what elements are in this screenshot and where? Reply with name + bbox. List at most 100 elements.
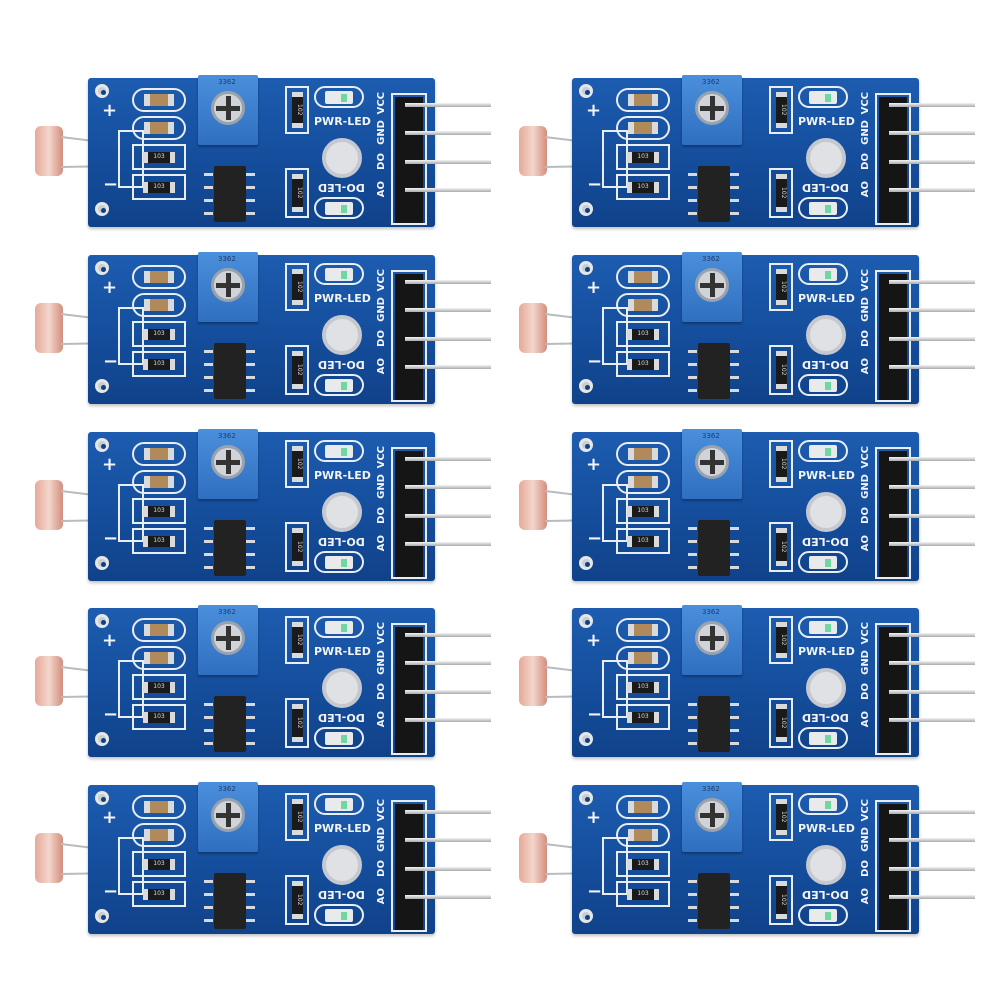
- pin-do[interactable]: [405, 160, 491, 164]
- led-outline: [798, 727, 848, 749]
- adjust-screw-icon[interactable]: [695, 91, 729, 125]
- pin-gnd[interactable]: [405, 838, 491, 842]
- resistor-outline: 103: [132, 881, 186, 907]
- pin-do[interactable]: [405, 690, 491, 694]
- pin-do[interactable]: [405, 337, 491, 341]
- pin-ao[interactable]: [405, 365, 491, 369]
- pin-do[interactable]: [889, 514, 975, 518]
- pin-ao[interactable]: [889, 365, 975, 369]
- potentiometer[interactable]: 3362: [682, 782, 742, 852]
- pin-vcc[interactable]: [405, 103, 491, 107]
- potentiometer[interactable]: 3362: [198, 605, 258, 675]
- pin-gnd[interactable]: [889, 838, 975, 842]
- pin-do[interactable]: [889, 337, 975, 341]
- adjust-screw-icon[interactable]: [695, 445, 729, 479]
- pin-gnd[interactable]: [889, 131, 975, 135]
- pin-label-gnd: GND: [376, 120, 387, 145]
- pin-vcc[interactable]: [405, 810, 491, 814]
- pin-do[interactable]: [889, 690, 975, 694]
- do-led-label: DO-LED: [318, 535, 365, 548]
- pin-ao[interactable]: [889, 188, 975, 192]
- pin-label-ao: AO: [860, 711, 871, 728]
- pin-gnd[interactable]: [889, 485, 975, 489]
- capacitor: [628, 829, 658, 841]
- capacitor-outline: [616, 823, 670, 847]
- pin-label-gnd: GND: [376, 297, 387, 322]
- pin-gnd[interactable]: [889, 661, 975, 665]
- pin-label-gnd: GND: [860, 827, 871, 852]
- pin-label-do: DO: [860, 683, 871, 700]
- pot-code: 3362: [702, 78, 720, 86]
- pin-vcc[interactable]: [889, 633, 975, 637]
- pin-ao[interactable]: [889, 718, 975, 722]
- pin-label-ao: AO: [860, 358, 871, 375]
- pin-gnd[interactable]: [405, 308, 491, 312]
- mounting-hole: [95, 202, 109, 216]
- pin-ao[interactable]: [889, 542, 975, 546]
- pin-ao[interactable]: [889, 895, 975, 899]
- pwr-led-label: PWR-LED: [314, 645, 371, 658]
- pin-vcc[interactable]: [405, 457, 491, 461]
- pwr-led-label: PWR-LED: [798, 292, 855, 305]
- pin-label-gnd: GND: [376, 474, 387, 499]
- led-outline: [798, 197, 848, 219]
- adjust-screw-icon[interactable]: [211, 268, 245, 302]
- pin-vcc[interactable]: [889, 810, 975, 814]
- pin-vcc[interactable]: [405, 633, 491, 637]
- adjust-screw-icon[interactable]: [211, 798, 245, 832]
- comparator-chip: [698, 166, 730, 222]
- pin-gnd[interactable]: [405, 131, 491, 135]
- mounting-hole-large: [322, 668, 362, 708]
- pin-label-vcc: VCC: [376, 269, 387, 292]
- led-outline: [798, 440, 848, 462]
- adjust-screw-icon[interactable]: [211, 621, 245, 655]
- capacitor: [144, 652, 174, 664]
- capacitor: [628, 122, 658, 134]
- resistor: 102: [776, 622, 787, 658]
- mounting-hole: [95, 379, 109, 393]
- plus-label: +: [102, 277, 118, 298]
- adjust-screw-icon[interactable]: [211, 445, 245, 479]
- adjust-screw-icon[interactable]: [695, 798, 729, 832]
- pin-vcc[interactable]: [889, 103, 975, 107]
- pin-do[interactable]: [889, 160, 975, 164]
- pin-do[interactable]: [405, 514, 491, 518]
- pin-vcc[interactable]: [405, 280, 491, 284]
- comparator-chip: [214, 696, 246, 752]
- resistor-outline: 103: [132, 528, 186, 554]
- potentiometer[interactable]: 3362: [682, 605, 742, 675]
- pin-ao[interactable]: [405, 895, 491, 899]
- adjust-screw-icon[interactable]: [695, 621, 729, 655]
- pin-label-do: DO: [860, 860, 871, 877]
- resistor: 103: [143, 152, 175, 163]
- power-led: [809, 621, 837, 634]
- pin-ao[interactable]: [405, 188, 491, 192]
- potentiometer[interactable]: 3362: [198, 75, 258, 145]
- pin-ao[interactable]: [405, 542, 491, 546]
- resistor-outline: 103: [132, 851, 186, 877]
- pin-do[interactable]: [889, 867, 975, 871]
- potentiometer[interactable]: 3362: [682, 75, 742, 145]
- pin-label-do: DO: [860, 330, 871, 347]
- pin-vcc[interactable]: [889, 457, 975, 461]
- potentiometer[interactable]: 3362: [198, 429, 258, 499]
- pin-vcc[interactable]: [889, 280, 975, 284]
- potentiometer[interactable]: 3362: [682, 252, 742, 322]
- adjust-screw-icon[interactable]: [211, 91, 245, 125]
- adjust-screw-icon[interactable]: [695, 268, 729, 302]
- plus-label: +: [102, 454, 118, 475]
- pin-do[interactable]: [405, 867, 491, 871]
- potentiometer[interactable]: 3362: [682, 429, 742, 499]
- resistor: 103: [143, 859, 175, 870]
- potentiometer[interactable]: 3362: [198, 782, 258, 852]
- led-outline: [798, 263, 848, 285]
- potentiometer[interactable]: 3362: [198, 252, 258, 322]
- pin-label-vcc: VCC: [860, 799, 871, 822]
- pin-gnd[interactable]: [889, 308, 975, 312]
- header-outline: [391, 447, 427, 579]
- pin-gnd[interactable]: [405, 661, 491, 665]
- pin-ao[interactable]: [405, 718, 491, 722]
- capacitor-outline: [132, 618, 186, 642]
- pot-code: 3362: [702, 785, 720, 793]
- pin-gnd[interactable]: [405, 485, 491, 489]
